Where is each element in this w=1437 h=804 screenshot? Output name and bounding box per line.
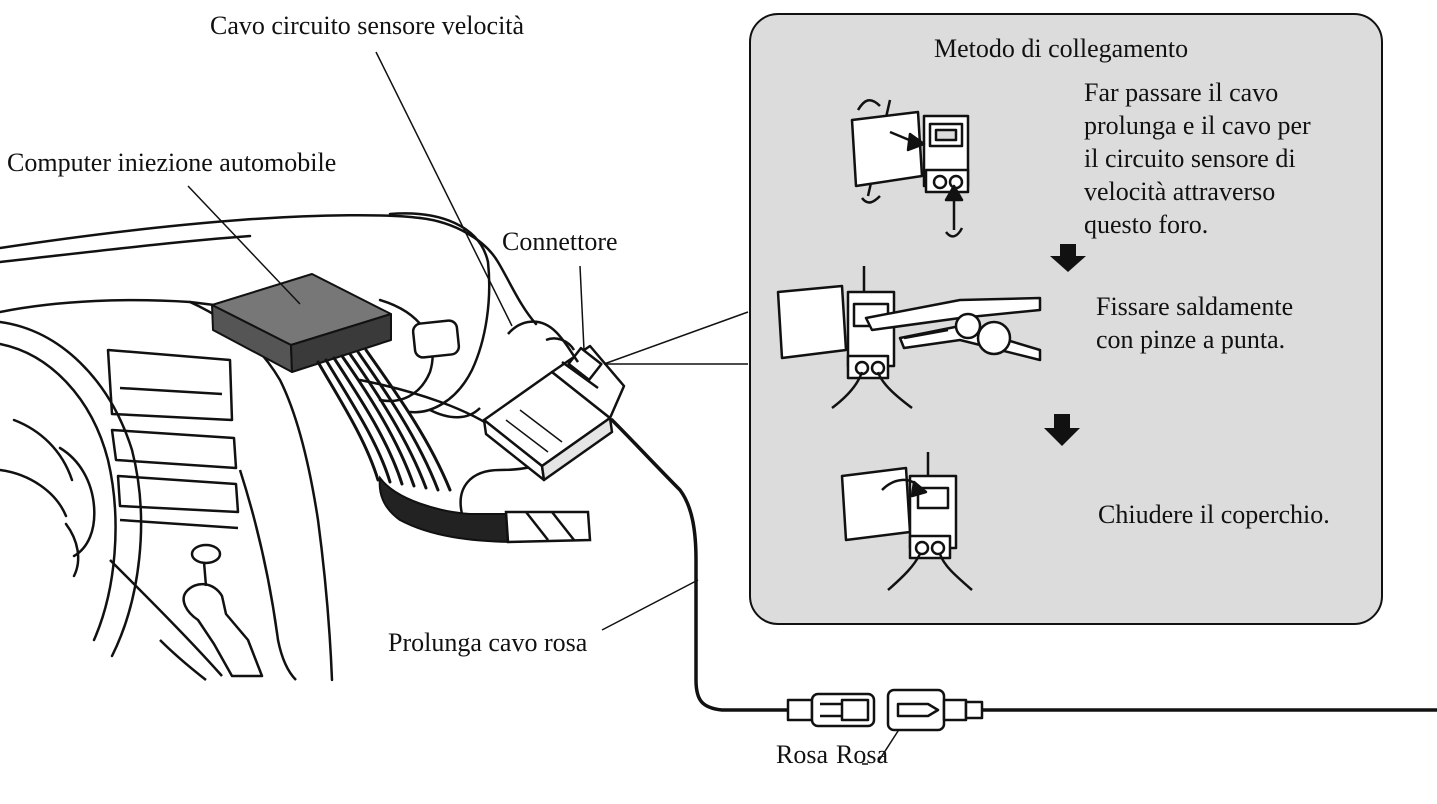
connector-main [482,337,626,482]
label-speed-sensor-cable: Cavo circuito sensore velocità [210,11,525,40]
centre-console [106,348,297,681]
step1-line: questo foro. [1084,210,1209,239]
step2-line: con pinze a punta. [1096,325,1286,354]
step1-text: Far passare il cavo prolunga e il cavo p… [1084,76,1311,241]
step1-line: il circuito sensore di [1084,144,1296,173]
label-pink-left: Rosa [776,740,828,769]
air-vent [411,319,461,359]
harness-bundle [378,475,521,544]
harness-sleeve [504,510,592,544]
label-connector: Connettore [502,227,618,256]
label-pink-right: Rosa [836,740,888,769]
step2-illustration [776,266,1042,409]
wire-harness [316,348,452,492]
speed-sensor-cable [507,320,580,363]
callout-wedge [603,311,749,365]
pink-connector-left [786,692,876,728]
dashboard-outline [0,212,538,682]
step-arrow-2 [1044,414,1080,446]
step2-line: Fissare saldamente [1096,292,1294,321]
step1-line: velocità attraverso [1084,177,1276,206]
label-pink-extension: Prolunga cavo rosa [388,628,588,657]
inset-title: Metodo di collegamento [934,34,1189,63]
steering-wheel [0,320,143,658]
gear-lever [159,543,264,681]
step1-illustration [850,98,970,238]
label-injection-computer: Computer iniezione automobile [7,148,337,177]
pink-connector-right [886,688,984,732]
leader-lines [187,51,901,765]
pink-extension-cable [610,418,792,712]
step3-illustration [840,452,973,591]
step2-text: Fissare saldamente con pinze a punta. [1096,290,1293,356]
step3-text: Chiudere il coperchio. [1098,500,1330,529]
injection-computer-box [211,273,392,373]
step-arrow-1 [1050,244,1086,272]
step1-line: Far passare il cavo [1084,78,1279,107]
step1-line: prolunga e il cavo per [1084,111,1311,140]
under-dash-wire [429,407,481,419]
